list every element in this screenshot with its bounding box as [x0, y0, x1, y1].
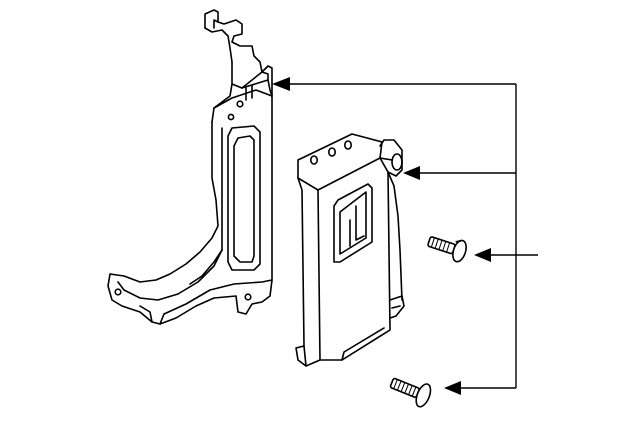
- bolt-upper: [427, 236, 467, 263]
- callout-leaders: [288, 83, 538, 389]
- arrowhead-bolt-upper: [474, 248, 491, 262]
- arrowhead-bolt-lower: [444, 381, 461, 395]
- mounting-bracket: [107, 9, 273, 325]
- bolt-lower: [389, 377, 432, 408]
- arrowhead-bracket: [272, 77, 290, 91]
- electronic-control-module: [295, 133, 405, 367]
- arrowhead-module: [403, 166, 420, 180]
